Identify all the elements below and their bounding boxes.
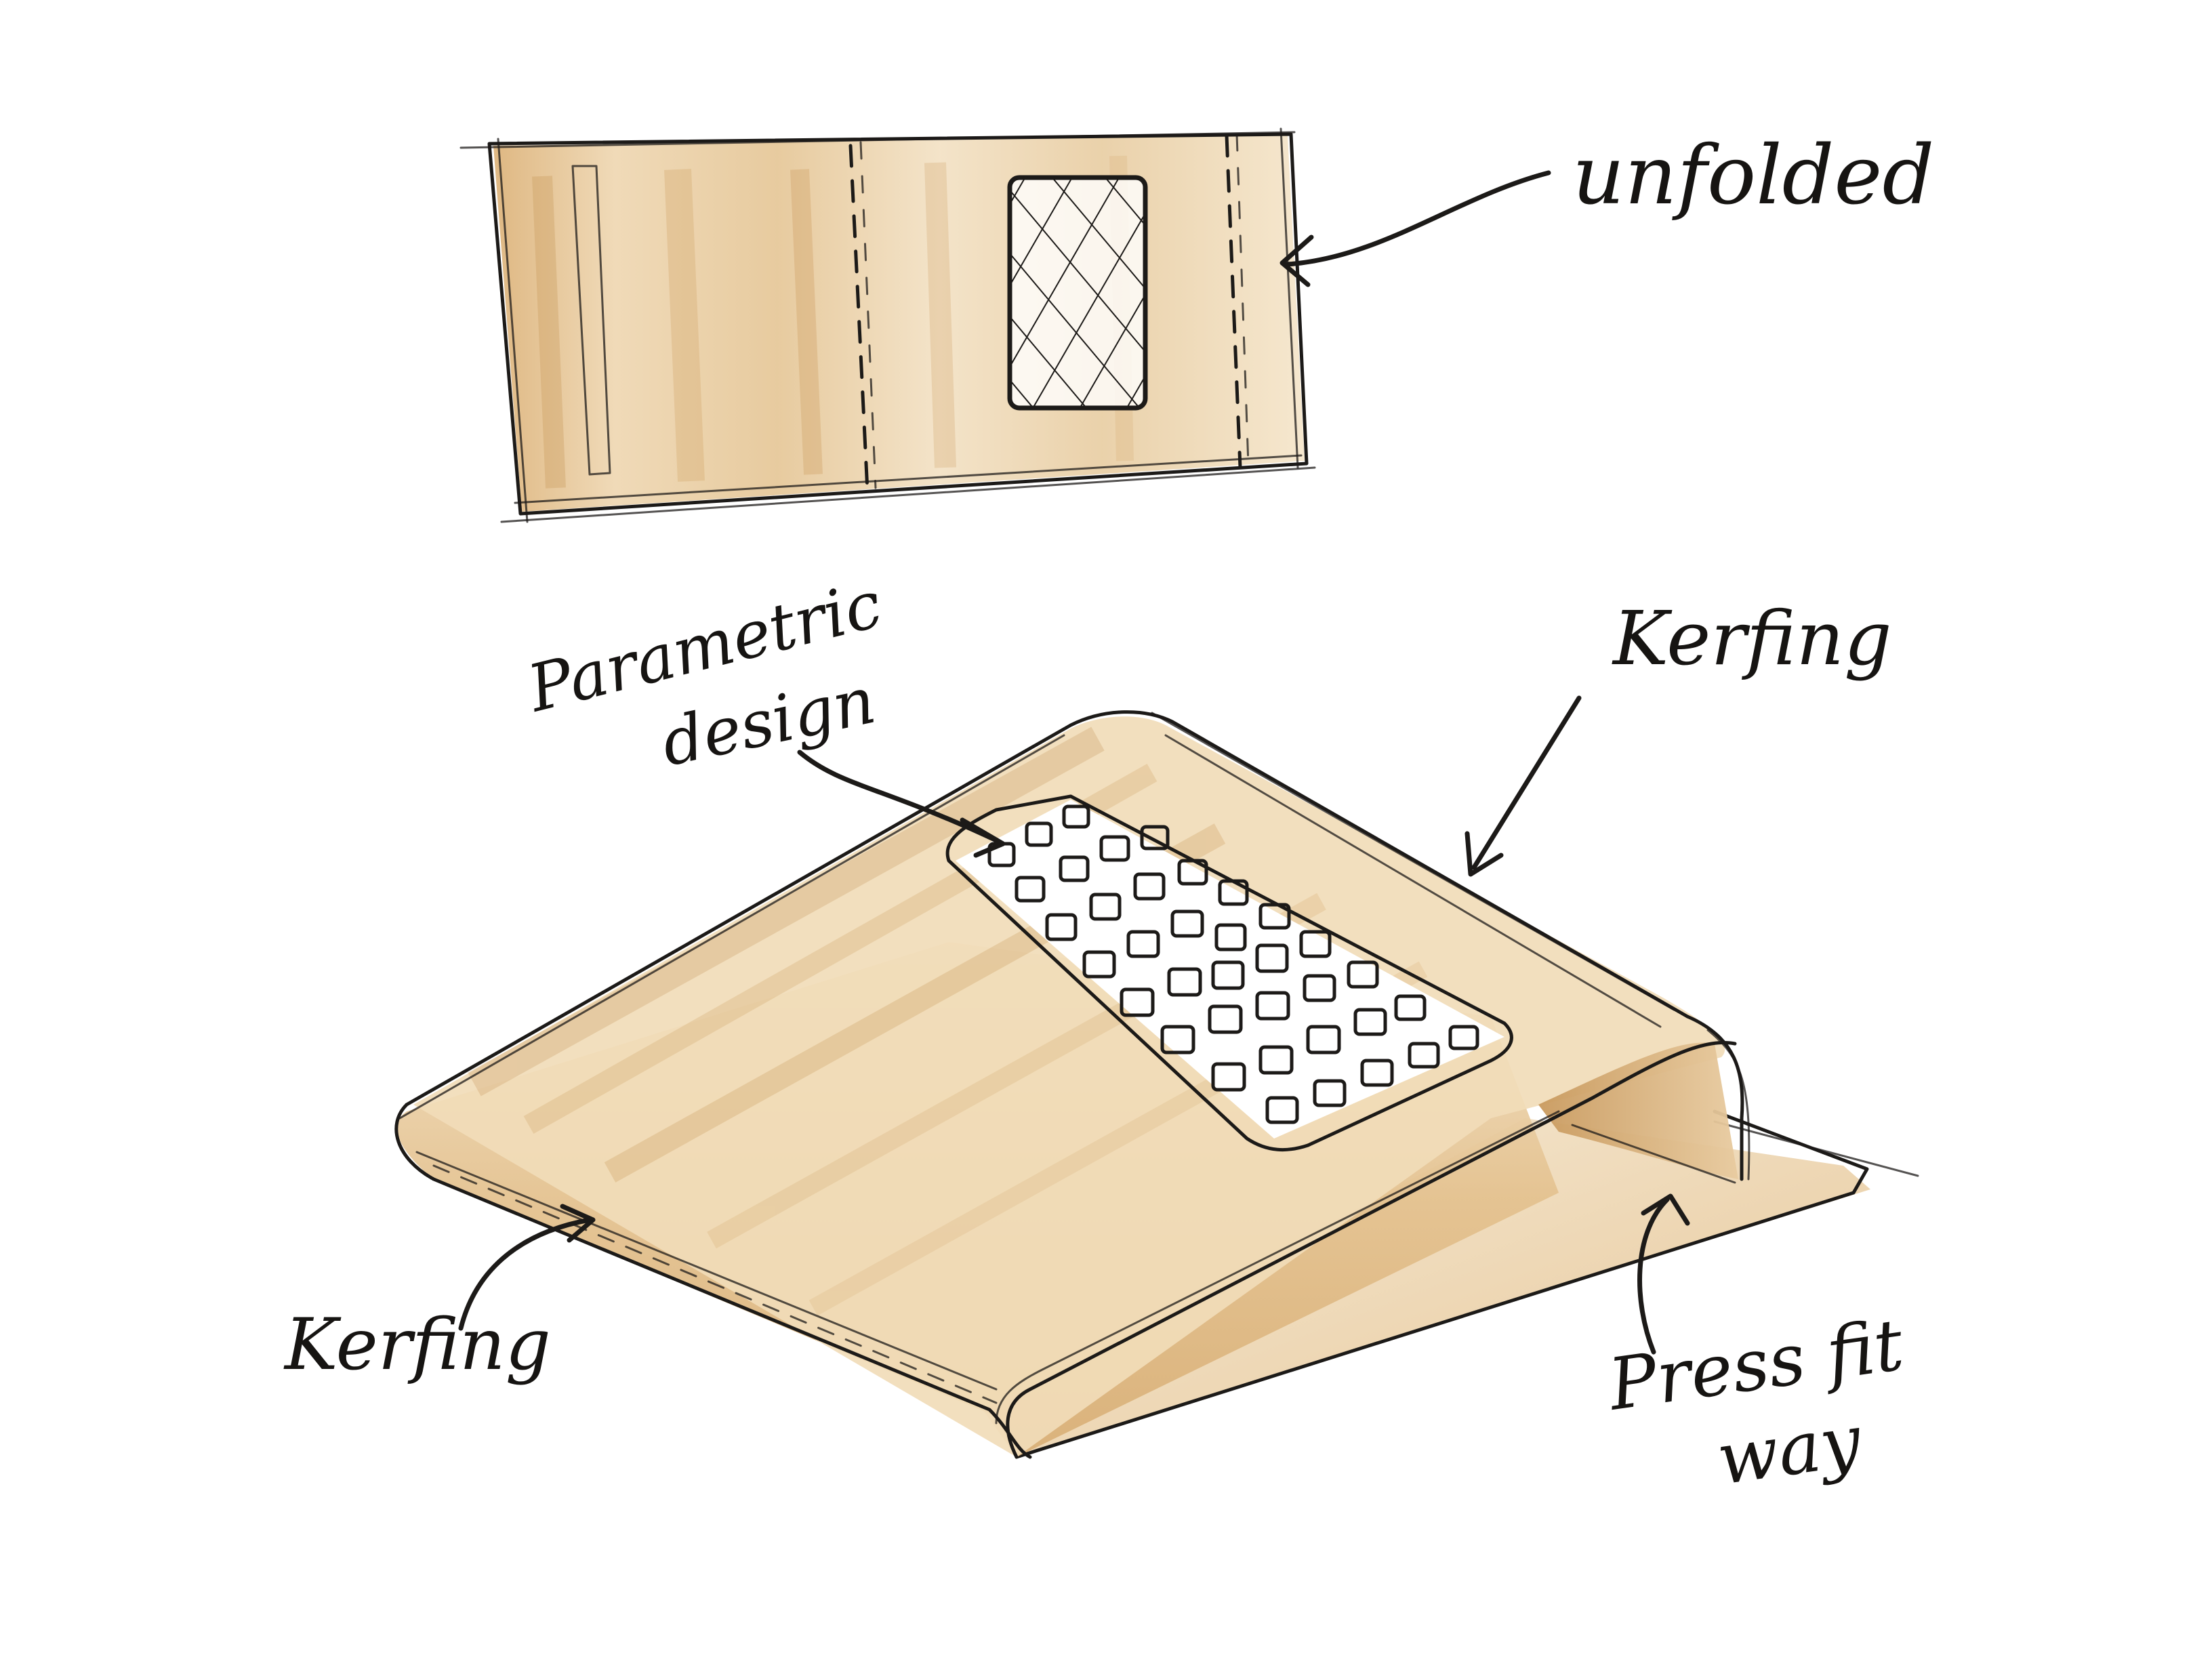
unfolded-sheet-fill: [493, 136, 1305, 512]
pressfit-label-line2: way: [1713, 1399, 1867, 1501]
unfolded-pattern-window: [1010, 178, 1145, 408]
kerfing-top-label: Kerfing: [1612, 595, 1892, 682]
kerfing-left-label: Kerfing: [283, 1303, 551, 1386]
unfolded-sheet: [461, 129, 1315, 522]
kerfing-top-arrow: [1474, 698, 1579, 867]
unfolded-arrow: [1288, 173, 1549, 264]
unfolded-label: unfolded: [1572, 129, 1934, 223]
pressfit-label-line1: Press fit: [1603, 1303, 1909, 1427]
